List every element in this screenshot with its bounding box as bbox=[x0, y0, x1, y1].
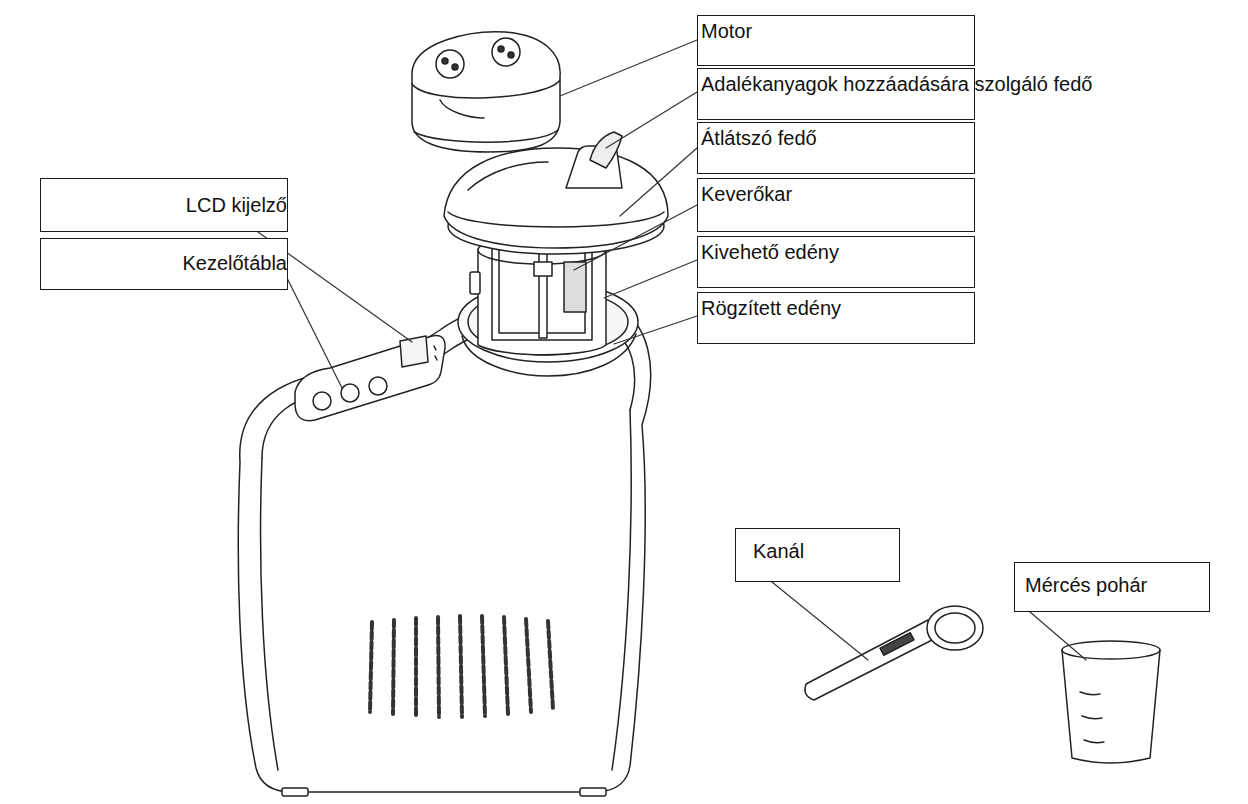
part-label-box: LCD kijelző bbox=[40, 178, 288, 232]
ingredient-lid bbox=[590, 132, 622, 168]
vent-grille bbox=[393, 620, 394, 714]
vent-grille bbox=[414, 618, 418, 716]
vent-grille bbox=[504, 617, 508, 714]
control-panel bbox=[341, 384, 359, 402]
measuring-cup bbox=[1062, 641, 1160, 763]
leader-line bbox=[620, 148, 697, 216]
leader-line bbox=[560, 40, 697, 96]
measuring-cup bbox=[1062, 641, 1160, 659]
leader-line bbox=[258, 40, 1086, 660]
spoon bbox=[805, 606, 983, 700]
machine-body bbox=[238, 298, 650, 792]
control-panel bbox=[434, 346, 436, 350]
leader-line bbox=[1030, 612, 1086, 660]
transparent-lid bbox=[444, 148, 668, 248]
part-label-box: Kanál bbox=[735, 528, 900, 582]
machine-body bbox=[580, 788, 606, 796]
part-label: LCD kijelző bbox=[45, 193, 287, 217]
machine-body bbox=[238, 298, 650, 796]
control-panel bbox=[295, 336, 445, 421]
leader-line bbox=[574, 205, 697, 270]
part-label: Keverőkar bbox=[701, 182, 970, 206]
control-panel bbox=[313, 392, 331, 410]
motor-unit bbox=[440, 100, 484, 118]
measuring-cup bbox=[1080, 692, 1100, 695]
part-label: Motor bbox=[701, 19, 970, 43]
part-label-box: Keverőkar bbox=[697, 178, 975, 232]
part-label: Rögzített edény bbox=[701, 296, 970, 320]
spoon bbox=[805, 620, 936, 700]
motor-unit bbox=[412, 32, 560, 152]
leader-line bbox=[614, 316, 697, 344]
part-label-box: Mércés pohár bbox=[1014, 562, 1210, 612]
spoon bbox=[935, 613, 975, 643]
part-label: Átlátszó fedő bbox=[701, 126, 970, 150]
measuring-cup bbox=[1084, 740, 1104, 743]
motor-unit bbox=[412, 80, 560, 98]
motor-unit bbox=[452, 64, 458, 70]
vent-grille bbox=[438, 617, 439, 717]
measuring-cup bbox=[1062, 650, 1160, 763]
part-label: Kivehető edény bbox=[701, 240, 970, 264]
control-panel bbox=[295, 336, 445, 421]
motor-unit bbox=[508, 52, 514, 58]
vent-grille bbox=[460, 616, 462, 717]
motor-unit bbox=[412, 32, 560, 152]
leader-line bbox=[606, 92, 697, 148]
part-label: Kezelőtábla bbox=[45, 251, 287, 275]
part-label-box: Rögzített edény bbox=[697, 292, 975, 344]
control-panel bbox=[369, 377, 387, 395]
machine-body bbox=[612, 410, 631, 770]
part-label: Mércés pohár bbox=[1025, 573, 1205, 597]
measuring-cup bbox=[1082, 716, 1102, 719]
control-panel bbox=[435, 356, 437, 360]
leader-line bbox=[604, 260, 697, 298]
leader-line bbox=[772, 582, 868, 660]
control-panel bbox=[400, 336, 428, 367]
part-label-box: Kezelőtábla bbox=[40, 238, 288, 290]
mixing-arm bbox=[534, 262, 552, 276]
ingredient-lid bbox=[566, 132, 622, 188]
part-label-box: Kivehető edény bbox=[697, 236, 975, 288]
transparent-lid bbox=[468, 162, 548, 190]
motor-unit bbox=[414, 130, 558, 142]
vent-grille bbox=[370, 616, 553, 717]
motor-unit bbox=[498, 46, 504, 52]
vent-grille bbox=[548, 621, 553, 709]
part-label: Adalékanyagok hozzáadására szolgáló fedő bbox=[701, 72, 970, 96]
part-label-box: Motor bbox=[697, 15, 975, 66]
vent-grille bbox=[526, 619, 531, 712]
machine-body bbox=[282, 788, 308, 796]
spoon bbox=[880, 633, 914, 656]
part-label-box: Átlátszó fedő bbox=[697, 122, 975, 174]
machine-body bbox=[261, 458, 278, 770]
motor-unit bbox=[442, 58, 448, 64]
vent-grille bbox=[482, 616, 485, 716]
removable-bowl bbox=[470, 272, 480, 294]
part-label: Kanál bbox=[753, 539, 895, 563]
part-label-box: Adalékanyagok hozzáadására szolgáló fedő bbox=[697, 68, 975, 120]
leader-line bbox=[282, 268, 342, 388]
motor-unit bbox=[436, 50, 464, 78]
spoon bbox=[927, 606, 983, 650]
transparent-lid bbox=[448, 212, 664, 227]
vent-grille bbox=[370, 622, 372, 712]
ice-cream-maker-illustration bbox=[238, 32, 1160, 796]
motor-unit bbox=[492, 38, 520, 66]
